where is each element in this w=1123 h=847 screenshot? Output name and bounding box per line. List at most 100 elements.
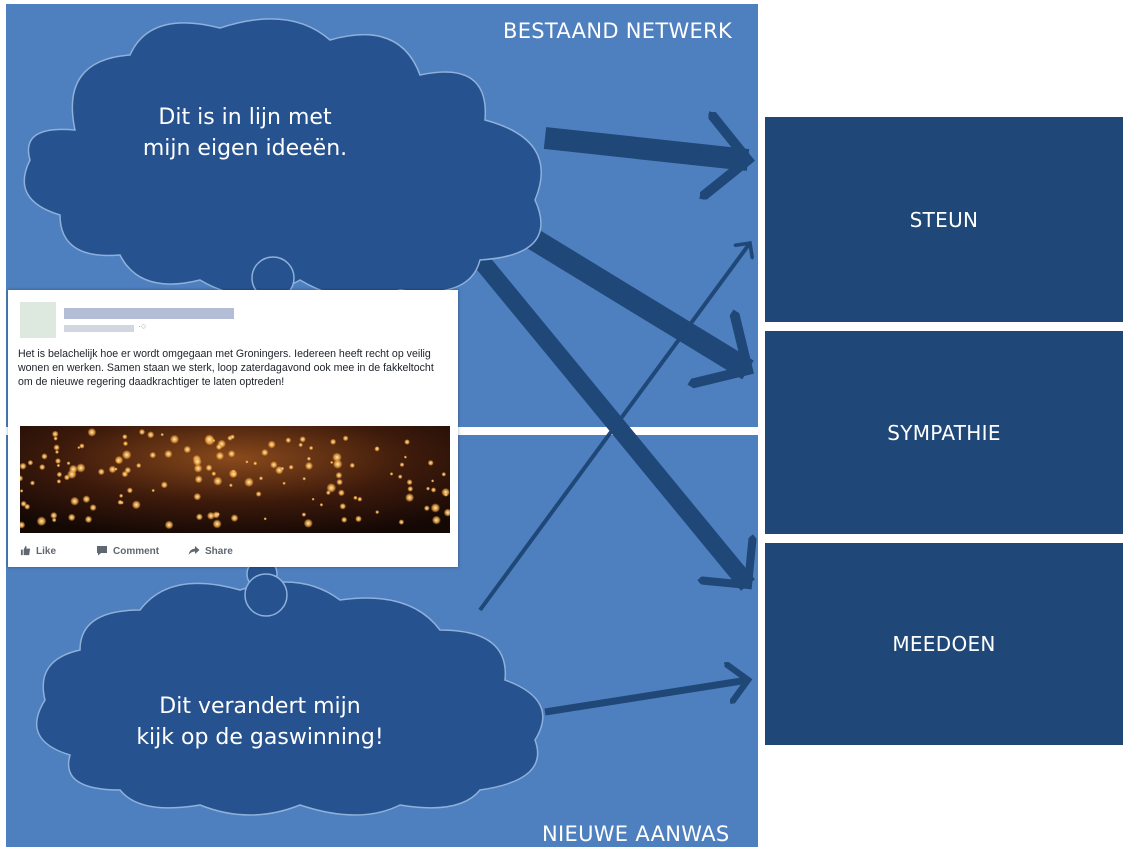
avatar <box>20 302 56 338</box>
comment-button[interactable]: Comment <box>96 545 159 557</box>
torch-flame <box>212 519 222 529</box>
torch-flame <box>355 515 362 523</box>
torch-flame <box>193 464 203 473</box>
torch-flame <box>326 483 337 493</box>
torch-flame <box>151 488 155 493</box>
torch-flame <box>341 516 348 523</box>
torch-flame <box>399 462 405 468</box>
torch-flame <box>20 475 24 482</box>
torch-flame <box>332 459 343 469</box>
torch-flame <box>253 461 258 466</box>
torch-flame <box>215 443 223 451</box>
torch-flame <box>285 437 292 444</box>
torch-flame <box>397 474 403 479</box>
torch-flame <box>267 440 276 449</box>
torch-flame <box>68 464 78 474</box>
torch-flame <box>258 476 264 481</box>
torch-flame <box>97 468 105 476</box>
thumbs-up-icon <box>20 545 31 556</box>
torch-flame <box>63 474 70 481</box>
torch-flame <box>443 492 448 497</box>
arrow-bottom-to-meedoen <box>544 680 748 716</box>
torch-flame <box>261 448 269 457</box>
outcome-box-sympathie: SYMPATHIE <box>765 331 1123 534</box>
torch-flame <box>147 431 155 439</box>
torch-flame <box>56 471 63 478</box>
social-post-card: ·○ Het is belachelijk hoe er wordt omgeg… <box>8 290 458 567</box>
torch-flame <box>375 510 380 515</box>
torch-flame <box>342 435 349 442</box>
torch-flame <box>164 520 174 530</box>
torch-flame <box>280 466 285 471</box>
torch-flame <box>430 487 437 493</box>
torch-flame <box>299 436 306 443</box>
torch-flame <box>443 508 450 517</box>
torch-flame <box>20 462 27 470</box>
torch-flame <box>319 503 324 507</box>
torch-flame <box>335 471 343 479</box>
torch-flame <box>227 435 233 441</box>
torch-flame <box>389 472 394 476</box>
torch-flame <box>169 434 180 444</box>
torch-flame <box>117 499 123 505</box>
torch-flame <box>339 503 347 510</box>
torch-flame <box>122 434 128 440</box>
torch-flame <box>84 515 93 524</box>
torch-flame <box>50 511 58 520</box>
torch-flame <box>398 519 405 525</box>
torch-flame <box>213 476 223 486</box>
torch-flame <box>41 453 48 460</box>
torch-flame <box>349 462 355 469</box>
outcome-label-steun: STEUN <box>909 207 979 232</box>
torch-flame <box>126 487 133 494</box>
torch-flame <box>55 450 59 454</box>
share-icon <box>188 546 200 555</box>
thought-top-line-1: Dit is in lijn met <box>158 105 332 130</box>
torch-flame <box>87 427 97 437</box>
torch-flame <box>423 505 430 512</box>
torch-flame <box>353 495 358 500</box>
torch-flame <box>193 457 202 467</box>
arrow-bottom-to-steun <box>478 243 750 612</box>
torch-flame <box>255 491 262 497</box>
torch-flame <box>89 504 97 512</box>
torch-flame <box>245 460 249 464</box>
torch-flame <box>229 483 233 488</box>
torch-flame <box>330 460 334 464</box>
outcome-label-meedoen: MEEDOEN <box>892 632 996 656</box>
torch-flame <box>215 451 225 461</box>
torch-flame <box>114 467 118 471</box>
torch-flame <box>70 496 80 506</box>
torch-flame <box>36 516 47 527</box>
torch-flame <box>136 462 142 469</box>
torch-flame <box>20 521 26 529</box>
torch-flame <box>194 475 203 484</box>
torch-flame <box>108 465 117 474</box>
torch-flame <box>306 456 311 461</box>
arrow-top-to-meedoen <box>453 229 748 591</box>
torch-flame <box>407 486 414 492</box>
torch-flame <box>374 446 380 452</box>
comment-icon <box>97 546 107 556</box>
torch-flame <box>66 461 71 466</box>
torch-flame <box>121 450 132 460</box>
torch-flame <box>441 472 447 477</box>
torch-flame <box>211 471 217 477</box>
like-button[interactable]: Like <box>20 545 56 557</box>
thought-bottom-line-2: kijk op de gaswinning! <box>136 725 384 750</box>
post-text: Het is belachelijk hoe er wordt omgegaan… <box>18 348 434 388</box>
torch-flame <box>76 463 86 473</box>
torch-flame <box>55 458 61 464</box>
torch-flame <box>206 511 215 520</box>
arrow-top-to-steun <box>543 138 748 160</box>
outcome-label-sympathie: SYMPATHIE <box>887 420 1001 445</box>
share-button[interactable]: Share <box>188 545 233 557</box>
torch-flame <box>138 428 146 436</box>
torch-flame <box>302 476 307 481</box>
torch-flame <box>308 445 314 451</box>
torch-flame <box>301 512 307 517</box>
torch-flame <box>149 451 157 459</box>
torch-crowd-photo <box>20 426 450 533</box>
torch-flame <box>338 489 345 497</box>
